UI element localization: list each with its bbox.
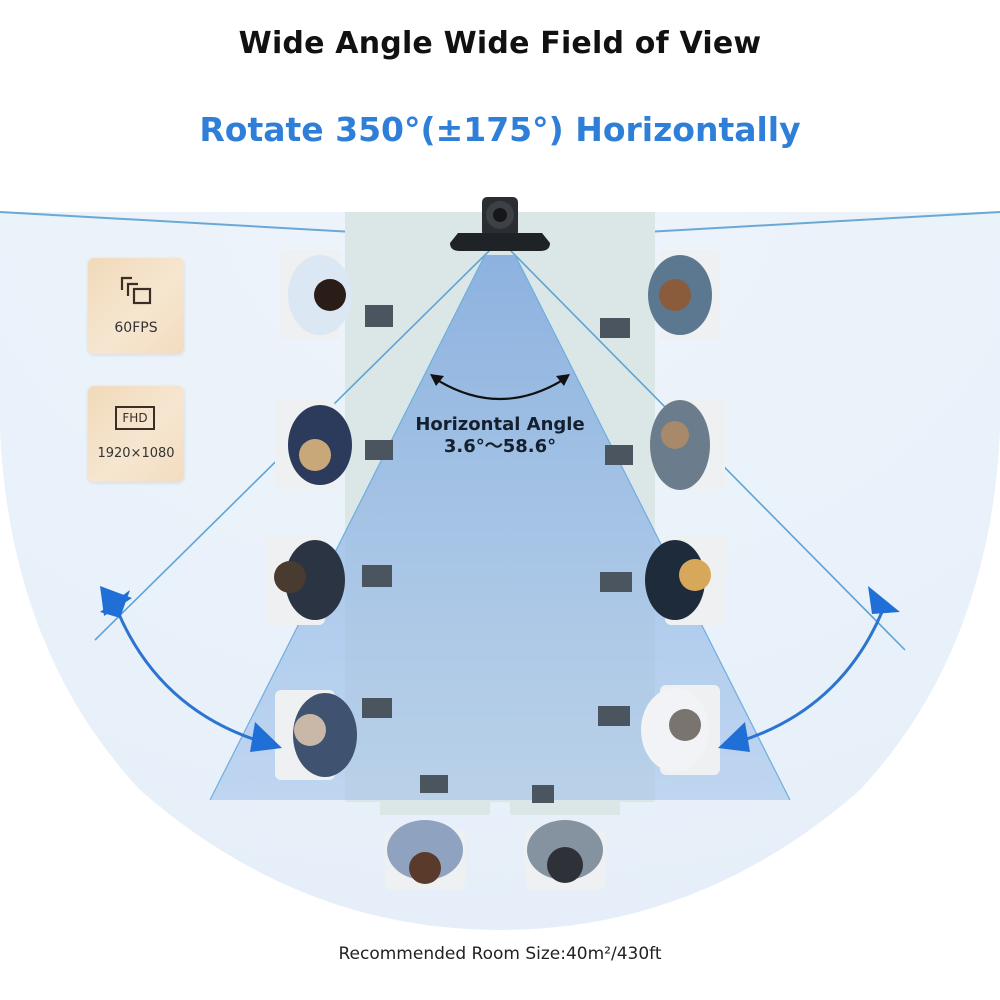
person-seat <box>275 400 352 490</box>
feature-badge-60fps: 60FPS <box>88 258 184 354</box>
person-seat <box>525 820 605 890</box>
frames-stack-icon <box>120 276 152 305</box>
table-items <box>362 305 633 803</box>
fhd-box-icon: FHD <box>115 406 155 430</box>
horizontal-angle-arrow <box>433 377 567 400</box>
person-seat <box>275 690 357 780</box>
field-of-view-cone <box>210 255 790 800</box>
page-title: Wide Angle Wide Field of View <box>238 26 762 61</box>
feature-badge-fhd: FHD 1920×1080 <box>88 386 184 482</box>
person-seat <box>280 250 352 340</box>
feature-label: 1920×1080 <box>97 446 175 461</box>
rotation-subtitle: Rotate 350°(±175°) Horizontally <box>199 110 801 149</box>
rotation-arrow-right <box>737 611 884 744</box>
person-seat <box>265 535 345 625</box>
feature-label: 60FPS <box>114 320 158 336</box>
person-seat <box>385 820 465 890</box>
person-seat <box>641 685 720 775</box>
attendees <box>265 250 725 890</box>
angle-label-title: Horizontal Angle <box>415 414 585 435</box>
rotation-arrow-left <box>116 611 263 744</box>
room-size-caption: Recommended Room Size:40m²/430ft <box>338 944 662 964</box>
ptz-camera-icon <box>450 197 550 251</box>
angle-label-range: 3.6°～58.6° <box>443 436 557 457</box>
horizontal-angle-label: Horizontal Angle 3.6°～58.6° <box>400 414 600 458</box>
person-seat <box>648 250 720 340</box>
person-seat <box>650 400 725 490</box>
person-seat <box>645 535 725 625</box>
